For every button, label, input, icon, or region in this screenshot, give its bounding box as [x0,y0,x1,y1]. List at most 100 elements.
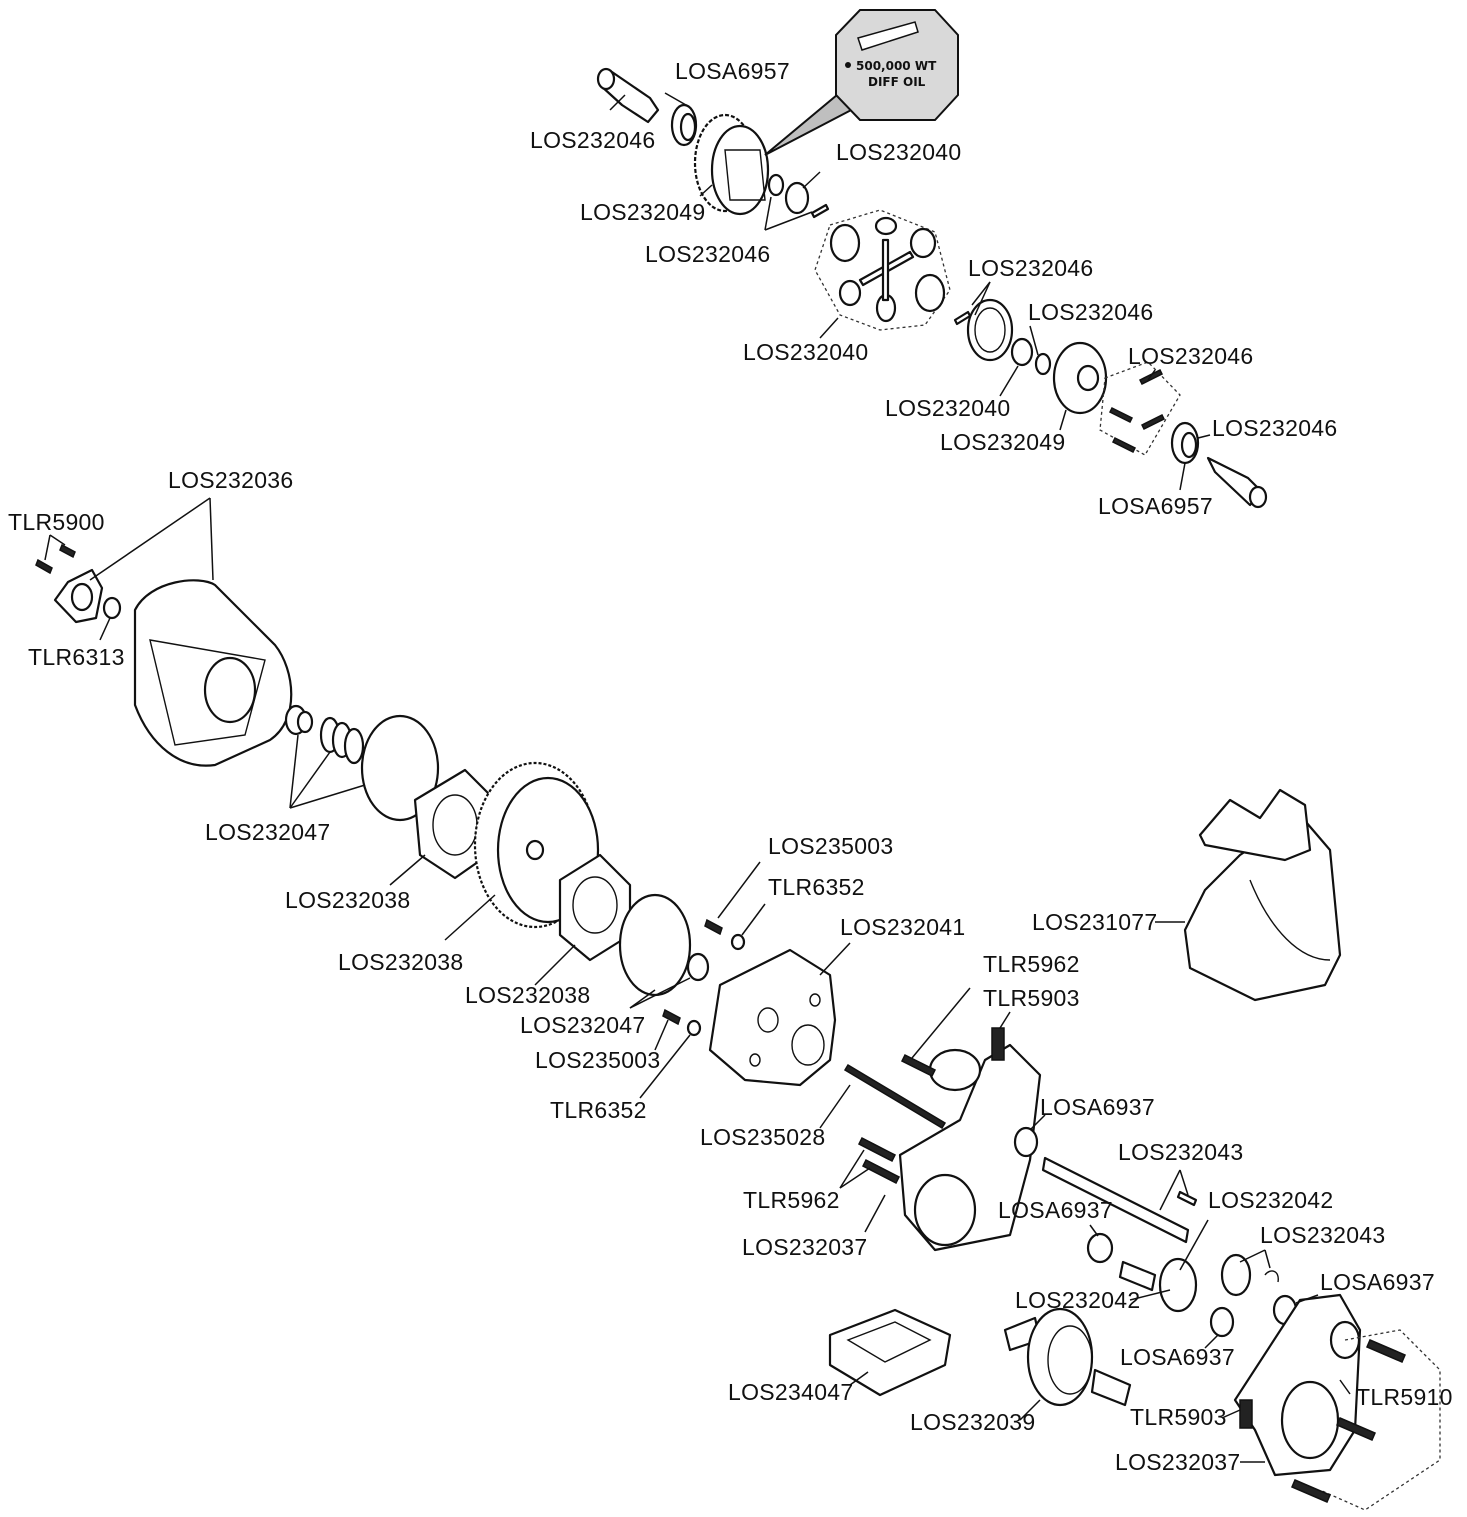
washer-shim [784,181,810,215]
top-gear [1220,1253,1252,1297]
label-los232038-a: LOS232038 [285,887,410,913]
label-los235028: LOS235028 [700,1124,825,1150]
pin-small [810,203,830,219]
screw-tlr5910-a [1366,1339,1406,1363]
gearbox-housing-right [1233,1293,1441,1511]
motor-plate [708,948,947,1130]
spur-gear-cover [133,579,293,767]
label-los232046-outdrive: LOS232046 [530,127,655,153]
screw-tlr5962-a [857,1136,897,1163]
screw-tlr5903-bottom [1239,1399,1253,1429]
slipper-plate-outer [360,714,440,822]
gear-cover-clip [53,568,104,624]
label-los235003-top: LOS235003 [768,833,893,859]
label-losa6957-top: LOSA6957 [675,58,790,84]
label-los232038-b: LOS232038 [338,949,463,975]
label-los232049-ring: LOS232049 [580,199,705,225]
transmission-internals [1013,1126,1298,1338]
slipper-spring [319,716,365,765]
label-los232046-screws: LOS232046 [1128,343,1253,369]
leader-lines [44,92,1351,1463]
label-tlr6352-bottom: TLR6352 [550,1097,647,1123]
label-tlr5962-top: TLR5962 [983,951,1080,977]
diff-assembled [1003,1307,1132,1407]
gear-set-outline [814,209,951,331]
label-losa6937-d: LOSA6937 [1120,1344,1235,1370]
label-los235003-bottom: LOS235003 [535,1047,660,1073]
label-tlr5903-bottom: TLR5903 [1130,1404,1227,1430]
label-los231077: LOS231077 [1032,909,1157,935]
o-ring-small [767,173,785,197]
bearing-losa6937-a [1013,1126,1039,1158]
label-los232037-left: LOS232037 [742,1234,867,1260]
diff-ring-gear [693,113,770,216]
outdrive-right [1206,456,1268,509]
nut-tlr6313 [102,596,122,620]
part-labels: LOSA6957 LOS232046 LOS232040 LOS232049 L… [8,58,1453,1475]
label-los232047-top: LOS232047 [205,819,330,845]
top-shaft [1041,1156,1190,1244]
diff-gasket [966,298,1014,362]
screw-tlr5962-top [900,1053,937,1078]
label-losa6937-a: LOSA6937 [1040,1094,1155,1120]
bearing-right [1170,421,1200,465]
screw-tlr5962-b [861,1158,901,1185]
label-los232042-a: LOS232042 [1208,1187,1333,1213]
transmission-brace [1183,788,1342,1002]
label-los232049-cap: LOS232049 [940,429,1065,455]
idler-gear [1158,1257,1198,1313]
slipper-assembly [35,543,746,1037]
label-los232043-b: LOS232043 [1260,1222,1385,1248]
bearing-losa6937-d [1209,1306,1235,1338]
screw-group-tlr5910-outline [1319,1329,1441,1511]
diff-cap [1052,341,1108,415]
label-los232042-b: LOS232042 [1015,1287,1140,1313]
battery-tray [828,1308,952,1397]
label-los232040-washer-right: LOS232040 [885,395,1010,421]
washer-right [1010,337,1034,367]
label-tlr5910: TLR5910 [1356,1384,1453,1410]
slipper-plate-inner [618,893,692,997]
label-los232046-pins: LOS232046 [645,241,770,267]
outdrive-left [596,67,660,124]
slipper-hub [686,952,710,982]
long-screw [843,1063,947,1130]
label-tlr5900: TLR5900 [8,509,105,535]
label-los232046-oring: LOS232046 [1028,299,1153,325]
label-los232036: LOS232036 [168,467,293,493]
label-los232046-right-pin: LOS232046 [968,255,1093,281]
label-tlr5903-top: TLR5903 [983,985,1080,1011]
screw-tlr5910-c [1291,1479,1331,1503]
screw-tlr5900-b [35,558,53,575]
slipper-bushing [284,704,314,736]
label-los232043-a: LOS232043 [1118,1139,1243,1165]
label-los232038-c: LOS232038 [465,982,590,1008]
label-losa6957-right: LOSA6957 [1098,493,1213,519]
screw-group-outline [1099,361,1181,456]
pin-los232043 [1176,1190,1198,1207]
label-los232047-bottom: LOS232047 [520,1012,645,1038]
idler-shaft [1118,1260,1157,1292]
screw-tlr5910-b [1336,1417,1376,1441]
label-tlr5962-bottom: TLR5962 [743,1187,840,1213]
washer-tlr6352-top [730,933,746,951]
label-los232041: LOS232041 [840,914,965,940]
label-los234047: LOS234047 [728,1379,853,1405]
bevel-gear-set [829,216,946,323]
e-clip [1264,1270,1279,1283]
diff-screws [1108,368,1166,454]
label-tlr6352-top: TLR6352 [768,874,865,900]
bearing-losa6937-b [1086,1232,1114,1264]
screw-los235003-bottom [662,1008,681,1026]
gearbox-housing-left [857,1027,1042,1252]
bearing-top-left [670,103,698,147]
label-tlr6313: TLR6313 [28,644,125,670]
screw-los235003-top [704,918,723,936]
label-los232039: LOS232039 [910,1409,1035,1435]
label-los232046-outdrive-right: LOS232046 [1212,415,1337,441]
washer-tlr6352-bottom [686,1019,702,1037]
diff-oil-callout: 500,000 WT DIFF OIL [764,9,959,156]
o-ring-right [1034,352,1052,376]
screw-tlr5903-top [991,1027,1005,1061]
